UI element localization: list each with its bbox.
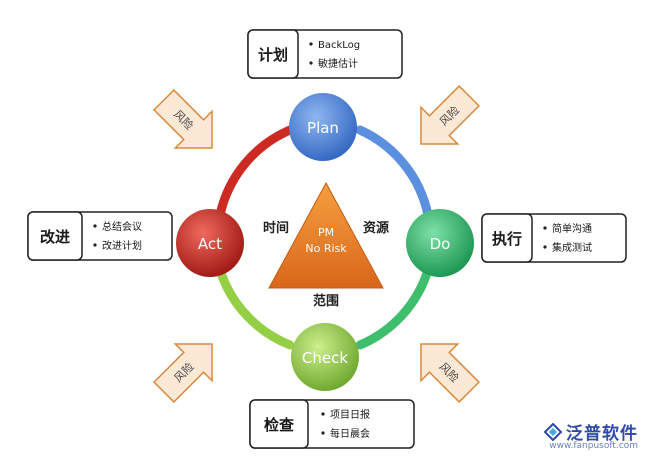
box-act: 改进 总结会议 改进计划 — [27, 211, 173, 261]
logo-brand: 泛普软件 — [566, 424, 638, 444]
box-act-item-1: 总结会议 — [102, 220, 142, 233]
node-do: Do — [406, 209, 474, 277]
box-plan-item-1: BackLog — [318, 40, 360, 51]
box-do: 执行 简单沟通 集成测试 — [481, 213, 627, 263]
box-check-title: 检查 — [264, 416, 295, 434]
logo: 泛普软件 www.fanpusoft.com — [543, 419, 638, 451]
center-pm: PM — [318, 226, 334, 239]
risk-arrow-bottom-left: 风险 — [152, 343, 213, 404]
risk-arrow-bottom-right: 风险 — [420, 343, 481, 404]
box-do-title: 执行 — [492, 230, 522, 248]
box-plan: 计划 BackLog 敏捷估计 — [247, 29, 403, 79]
ring-arc-act-plan — [215, 125, 295, 220]
node-plan: Plan — [289, 93, 357, 161]
ring-arc-do-check — [355, 265, 433, 350]
node-act: Act — [176, 209, 244, 277]
box-act-item-2: 改进计划 — [102, 239, 142, 252]
ring-arc-check-act — [215, 265, 295, 350]
logo-mark-icon — [543, 422, 563, 441]
risk-arrow-top-left: 风险 — [152, 88, 213, 149]
box-do-item-2: 集成测试 — [552, 241, 592, 254]
node-act-label: Act — [198, 235, 222, 253]
cycle-ring — [215, 125, 433, 350]
risk-arrow-top-right: 风险 — [420, 84, 481, 145]
label-scope: 范围 — [313, 293, 339, 309]
node-check-label: Check — [302, 349, 348, 367]
box-check-item-2: 每日晨会 — [330, 427, 370, 440]
ring-arc-plan-do — [355, 125, 433, 220]
box-check: 检查 项目日报 每日晨会 — [249, 399, 415, 449]
node-plan-label: Plan — [307, 119, 339, 137]
label-time: 时间 — [263, 220, 289, 236]
label-resource: 资源 — [363, 220, 389, 236]
box-plan-item-2: 敏捷估计 — [318, 57, 358, 70]
box-act-title: 改进 — [40, 228, 70, 246]
logo-url: www.fanpusoft.com — [549, 441, 638, 451]
box-check-item-1: 项目日报 — [330, 408, 370, 421]
node-check: Check — [291, 323, 359, 391]
box-plan-title: 计划 — [258, 46, 288, 64]
center-triangle: PM No Risk — [268, 181, 384, 289]
box-do-item-1: 简单沟通 — [552, 222, 592, 235]
center-no-risk: No Risk — [305, 242, 347, 255]
node-do-label: Do — [430, 235, 451, 253]
